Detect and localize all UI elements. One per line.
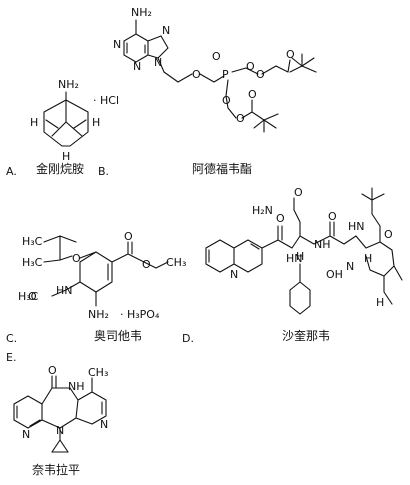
atom-label: H₃C [22, 235, 43, 248]
atom-label: O [192, 68, 201, 81]
structure-saquinavir: H₂N O O O HN N NH N HN H OH H H O [205, 186, 403, 315]
atom-label: O [286, 48, 295, 61]
atom-label: O [256, 68, 265, 81]
atom-label: O [48, 364, 57, 377]
atom-label: P [222, 68, 229, 81]
structure-amantadine: NH₂ H H H · HCl [30, 78, 119, 163]
atom-label: O [142, 258, 151, 271]
option-letter-d: D. [182, 332, 194, 345]
atom-label: H₃C [18, 290, 39, 303]
atom-label: NH [314, 238, 331, 251]
atom-label: O [124, 230, 133, 243]
salt-label: · HCl [93, 94, 119, 107]
atom-label: HN [286, 252, 303, 265]
atom-label: N [133, 60, 141, 73]
atom-label: O [294, 186, 303, 199]
atom-label: N [22, 428, 30, 441]
atom-label: N [113, 38, 121, 51]
atom-label: H [376, 296, 384, 309]
atom-label: N [154, 56, 162, 69]
atom-label: NH [68, 380, 85, 393]
atom-label: O [222, 94, 231, 107]
structure-oseltamivir: H₃C H₃C O O O HN NH₂ O · H₃PO₄ H₃C CH₃ [18, 230, 186, 321]
atom-label: H [296, 250, 304, 263]
option-name-e: 奈韦拉平 [32, 462, 80, 477]
structure-adefovir-dipivoxil: NH₂ N N N N O O P O O O O O O [113, 6, 317, 133]
atom-label: N [346, 260, 354, 273]
atom-label: HN [348, 220, 365, 233]
atom-label: NH₂ [131, 6, 152, 19]
atom-label: H [62, 150, 70, 163]
atom-label: CH₃ [166, 256, 186, 269]
atom-label: N [162, 24, 170, 37]
salt-label: · H₃PO₄ [120, 308, 160, 321]
option-letter-e: E. [6, 351, 16, 364]
structure-nevirapine: O NH CH₃ N N N [13, 364, 108, 453]
atom-label: N [56, 424, 64, 437]
option-letter-c: C. [6, 332, 17, 345]
atom-label: H₂N [252, 204, 273, 217]
atom-label: H [92, 116, 100, 129]
atom-label: H [364, 252, 372, 265]
option-letter-b: B. [98, 165, 109, 178]
atom-label: NH₂ [58, 78, 79, 91]
atom-label: O [328, 210, 337, 223]
atom-label: H [30, 116, 38, 129]
atom-label: HN [56, 284, 73, 297]
atom-label: O [384, 228, 393, 241]
atom-label: O [236, 112, 245, 125]
atom-label: O [212, 50, 221, 63]
option-letter-a: A. [6, 165, 17, 178]
atom-label: N [100, 418, 108, 431]
option-name-a: 金刚烷胺 [36, 161, 84, 176]
option-name-b: 阿德福韦酯 [192, 161, 252, 176]
option-name-c: 奥司他韦 [94, 329, 142, 343]
atom-label: H₃C [22, 256, 43, 269]
atom-label: O [246, 60, 255, 73]
atom-label: OH [326, 268, 343, 281]
option-name-d: 沙奎那韦 [282, 328, 330, 343]
atom-label: NH₂ [88, 308, 109, 321]
atom-label: O [72, 252, 81, 265]
atom-label: CH₃ [88, 366, 108, 379]
atom-label: O [276, 212, 285, 225]
atom-label: N [230, 268, 238, 281]
atom-label: O [248, 88, 257, 101]
atom-label: O [28, 290, 37, 303]
